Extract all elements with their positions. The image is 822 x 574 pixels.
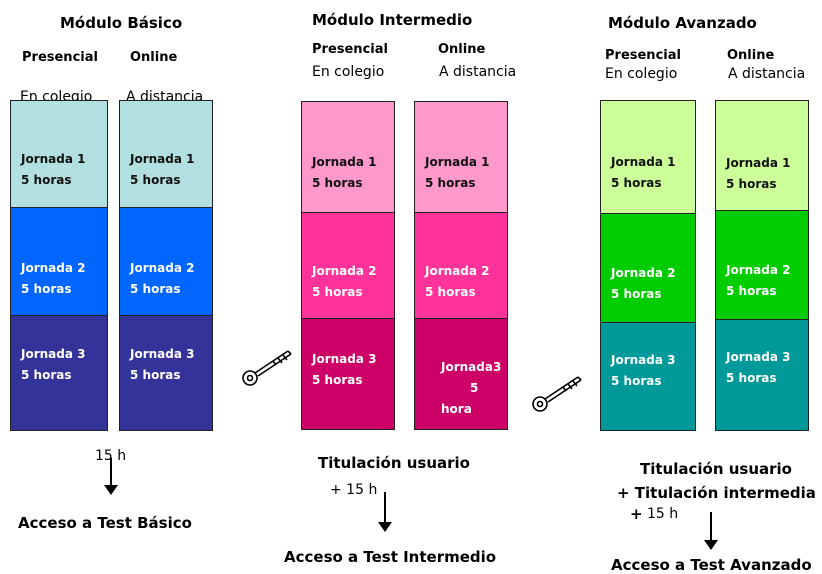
session-hours: 5 horas <box>312 176 363 190</box>
session-block: Jornada 1 5 horas <box>716 101 808 211</box>
session-hours: 5 horas <box>726 177 777 191</box>
session-hours: 5 horas <box>312 285 363 299</box>
session-label: Jornada 3 <box>130 347 195 361</box>
session-hours: 5 horas <box>726 284 777 298</box>
basico-access: Acceso a Test Básico <box>18 514 192 532</box>
avanzado-presencial-label: Presencial <box>605 48 681 63</box>
session-label: Jornada 1 <box>312 155 377 169</box>
session-label: Jornada 2 <box>611 266 676 280</box>
session-hours: 5 horas <box>130 368 181 382</box>
session-block: Jornada 1 5 horas <box>415 102 507 213</box>
session-block: Jornada 1 5 horas <box>302 102 394 213</box>
session-block: Jornada3 5 hora <box>415 319 507 429</box>
session-label: Jornada 3 <box>312 352 377 366</box>
session-label: Jornada3 <box>441 360 502 374</box>
intermedio-online-sub: A distancia <box>439 64 517 80</box>
intermedio-presencial-column: Jornada 1 5 horas Jornada 2 5 horas Jornad… <box>301 101 395 430</box>
session-hours: 5 horas <box>21 282 72 296</box>
session-label: Jornada 2 <box>425 264 490 278</box>
basico-presencial-label: Presencial <box>22 50 98 65</box>
session-block: Jornada 2 5 horas <box>601 214 695 323</box>
session-block: Jornada 2 5 horas <box>302 213 394 319</box>
session-label: Jornada 3 <box>726 350 791 364</box>
session-hours: 5 horas <box>21 173 72 187</box>
key-icon <box>242 350 292 386</box>
session-hours: 5 horas <box>611 374 662 388</box>
session-block: Jornada 2 5 horas <box>716 211 808 320</box>
module-avanzado-title: Módulo Avanzado <box>608 14 757 32</box>
session-hours: 5 horas <box>611 176 662 190</box>
avanzado-qualification: Titulación usuario <box>640 460 792 478</box>
session-block: Jornada 3 5 horas <box>302 319 394 429</box>
down-arrow-icon <box>378 492 392 532</box>
intermedio-hours: + 15 h <box>330 482 378 498</box>
session-label: Jornada 1 <box>21 152 86 166</box>
session-block: Jornada 2 5 horas <box>120 208 212 316</box>
session-hours: 5 horas <box>425 176 476 190</box>
avanzado-online-column: Jornada 1 5 horas Jornada 2 5 horas Jornad… <box>715 100 809 431</box>
avanzado-hours: 15 h <box>647 506 679 522</box>
session-label: Jornada 3 <box>611 353 676 367</box>
key-icon <box>532 376 582 412</box>
session-hours: 5 horas <box>312 373 363 387</box>
down-arrow-icon <box>104 458 118 495</box>
intermedio-presencial-label: Presencial <box>312 42 388 57</box>
avanzado-online-sub: A distancia <box>728 66 806 82</box>
session-hours: 5 hora <box>441 381 479 416</box>
session-block: Jornada 3 5 horas <box>601 323 695 430</box>
basico-online-column: Jornada 1 5 horas Jornada 2 5 horas Jornad… <box>119 100 213 431</box>
avanzado-online-label: Online <box>727 48 775 63</box>
session-label: Jornada 2 <box>726 263 791 277</box>
avanzado-presencial-column: Jornada 1 5 horas Jornada 2 5 horas Jornad… <box>600 100 696 431</box>
session-block: Jornada 2 5 horas <box>415 213 507 319</box>
session-hours: 5 horas <box>21 368 72 382</box>
session-hours: 5 horas <box>726 371 777 385</box>
session-block: Jornada 2 5 horas <box>11 208 107 316</box>
down-arrow-icon <box>704 512 718 550</box>
session-label: Jornada 3 <box>21 347 86 361</box>
intermedio-access: Acceso a Test Intermedio <box>284 548 497 566</box>
session-hours: 5 horas <box>130 282 181 296</box>
session-label: Jornada 1 <box>726 156 791 170</box>
basico-online-label: Online <box>130 50 178 65</box>
module-basico-title: Módulo Básico <box>60 14 183 32</box>
session-label: Jornada 2 <box>312 264 377 278</box>
basico-presencial-column: Jornada 1 5 horas Jornada 2 5 horas Jornad… <box>10 100 108 431</box>
session-hours: 5 horas <box>425 285 476 299</box>
session-block: Jornada 3 5 horas <box>716 320 808 430</box>
module-intermedio-title: Módulo Intermedio <box>312 11 473 29</box>
session-block: Jornada 3 5 horas <box>120 316 212 430</box>
session-label: Jornada 1 <box>130 152 195 166</box>
session-block: Jornada 1 5 horas <box>120 101 212 208</box>
intermedio-qualification: Titulación usuario <box>318 454 470 472</box>
intermedio-presencial-sub: En colegio <box>312 64 385 80</box>
session-block: Jornada 3 5 horas <box>11 316 107 430</box>
session-hours: 5 horas <box>130 173 181 187</box>
session-label: Jornada 2 <box>130 261 195 275</box>
session-block: Jornada 1 5 horas <box>11 101 107 208</box>
intermedio-online-column: Jornada 1 5 horas Jornada 2 5 horas Jornad… <box>414 101 508 430</box>
avanzado-hours-plus: + <box>630 505 643 523</box>
session-label: Jornada 2 <box>21 261 86 275</box>
avanzado-access: Acceso a Test Avanzado <box>611 556 812 574</box>
session-hours: 5 horas <box>611 287 662 301</box>
basico-hours: 15 h <box>95 448 127 464</box>
session-label: Jornada 1 <box>425 155 490 169</box>
session-block: Jornada 1 5 horas <box>601 101 695 214</box>
avanzado-qualification-2: + Titulación intermedia <box>617 484 816 502</box>
session-label: Jornada 1 <box>611 155 676 169</box>
intermedio-online-label: Online <box>438 42 486 57</box>
avanzado-presencial-sub: En colegio <box>605 66 678 82</box>
